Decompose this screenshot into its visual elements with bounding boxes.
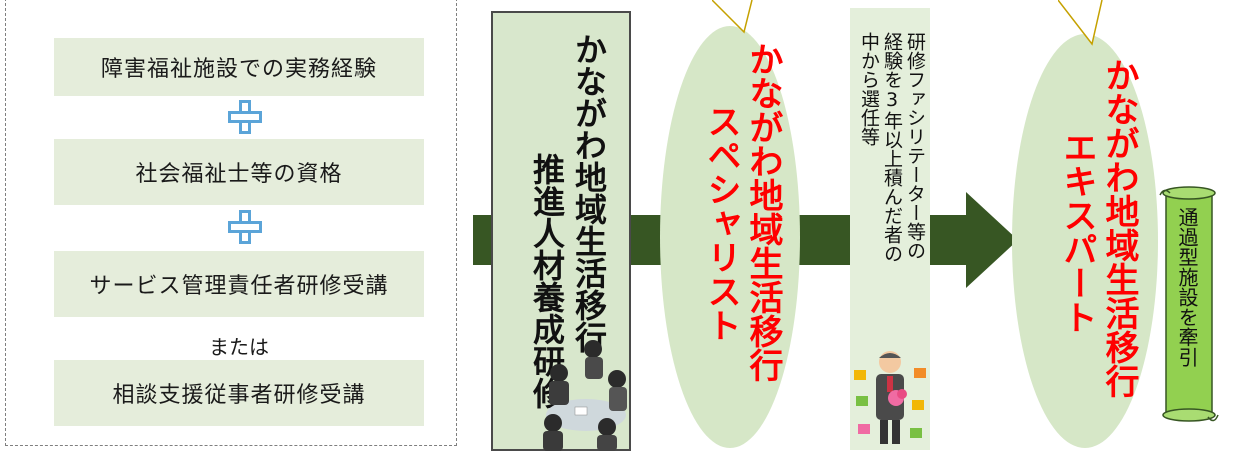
callout-tail-icon bbox=[1058, 0, 1103, 46]
flow-arrow-segment bbox=[473, 215, 493, 265]
specialist-title: かながわ地域生活移行 bbox=[743, 42, 783, 382]
flow-arrow-segment bbox=[631, 215, 665, 265]
flow-arrow-segment bbox=[930, 215, 968, 265]
selection-line-1: 研修ファシリテーター等の bbox=[904, 32, 926, 260]
flow-arrow-segment bbox=[796, 215, 852, 265]
specialist-subtitle: スペシャリスト bbox=[701, 104, 741, 342]
specialist-ellipse: かながわ地域生活移行 スペシャリスト bbox=[660, 26, 800, 448]
requirements-panel: 障害福祉施設での実務経験 社会福祉士等の資格 サービス管理責任者研修受講 または… bbox=[5, 0, 457, 446]
callout-tail-icon bbox=[712, 0, 753, 34]
or-label: または bbox=[209, 335, 269, 359]
plus-icon bbox=[228, 100, 262, 134]
expert-title: かながわ地域生活移行 bbox=[1099, 58, 1139, 398]
selection-line-2: 経験を3年以上積んだ者の bbox=[881, 32, 903, 263]
requirement-service-manager-training: サービス管理責任者研修受講 bbox=[54, 251, 424, 317]
award-ceremony-illustration-icon bbox=[854, 351, 926, 444]
scroll-text: 通過型施設を牽引 bbox=[1175, 207, 1199, 367]
scroll-icon bbox=[1159, 186, 1219, 422]
meeting-illustration-icon bbox=[543, 340, 627, 451]
requirement-qualification: 社会福祉士等の資格 bbox=[54, 139, 424, 205]
arrow-head-icon bbox=[966, 192, 1018, 288]
expert-subtitle: エキスパート bbox=[1057, 130, 1097, 334]
plus-icon bbox=[228, 210, 262, 244]
requirement-experience: 障害福祉施設での実務経験 bbox=[54, 38, 424, 96]
training-title: かながわ地域生活移行 bbox=[570, 33, 608, 353]
selection-criteria-box: 研修ファシリテーター等の 経験を3年以上積んだ者の 中から選任等 bbox=[850, 8, 930, 450]
requirement-consultation-training: 相談支援従事者研修受講 bbox=[54, 360, 424, 426]
scroll-banner: 通過型施設を牽引 bbox=[1158, 185, 1220, 425]
expert-ellipse: かながわ地域生活移行 エキスパート bbox=[1012, 34, 1158, 448]
training-program-box: かながわ地域生活移行 推進人材養成研修 bbox=[491, 11, 631, 451]
selection-line-3: 中から選任等 bbox=[858, 32, 880, 146]
